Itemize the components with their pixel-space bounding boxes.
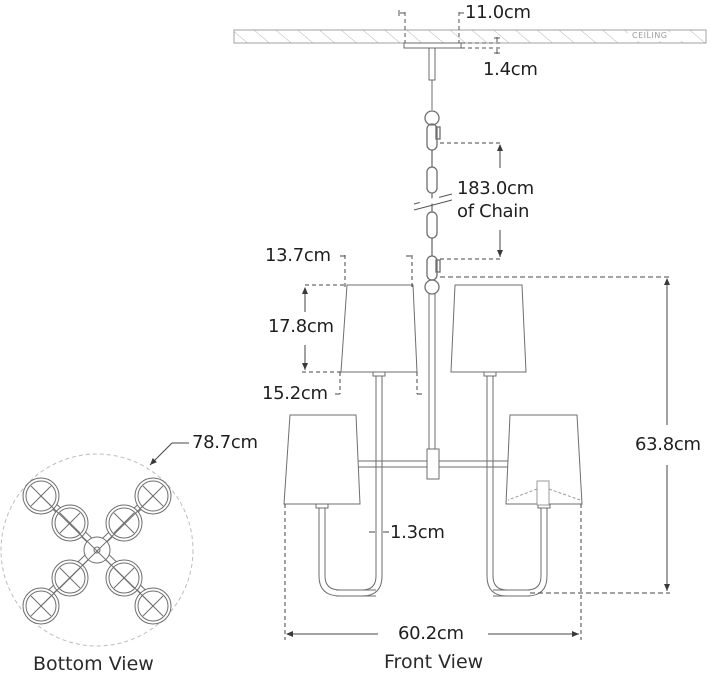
fixture-width-label: 60.2cm	[398, 623, 464, 644]
chain-length-dimension	[440, 142, 503, 260]
fixture-height-label: 63.8cm	[635, 434, 701, 455]
fixture-height-dimension	[440, 276, 670, 594]
shade-bottom-width-label: 15.2cm	[262, 383, 328, 404]
bottom-view-diameter-label: 78.7cm	[192, 432, 258, 453]
canopy-depth-dimension	[461, 37, 500, 54]
bottom-view-title: Bottom View	[33, 653, 154, 675]
shade-lower-left	[283, 414, 361, 505]
shade-upper-right	[450, 284, 527, 373]
fixture-width-dimension	[284, 504, 582, 640]
canopy-depth-label: 1.4cm	[483, 59, 538, 80]
shades	[283, 284, 583, 505]
bottom-hub	[83, 536, 111, 564]
chain-length-value: 183.0cm	[457, 178, 534, 199]
bottom-view	[0, 442, 194, 647]
ceiling-label: CEILING	[632, 31, 668, 40]
shade-dimensions	[302, 255, 422, 395]
arm-diameter-label: 1.3cm	[390, 522, 445, 543]
canopy-width-dimension	[398, 10, 464, 43]
shade-top-width-label: 13.7cm	[265, 245, 331, 266]
shade-socket-detail	[507, 480, 581, 506]
shade-upper-left	[340, 284, 418, 373]
canopy	[403, 42, 462, 110]
lower-arms	[315, 503, 551, 597]
shade-lower-right	[505, 414, 583, 505]
front-view-title: Front View	[384, 651, 484, 673]
chain	[424, 110, 441, 295]
shade-height-label: 17.8cm	[268, 316, 334, 337]
bottom-disc	[105, 504, 143, 542]
bottom-view-outline	[0, 453, 194, 647]
bottom-disc	[51, 504, 89, 542]
chain-length-suffix: of Chain	[457, 201, 530, 222]
canopy-width-label: 11.0cm	[465, 2, 531, 23]
chain-length-label: 183.0cm of Chain	[457, 177, 534, 223]
ceiling	[233, 29, 707, 44]
